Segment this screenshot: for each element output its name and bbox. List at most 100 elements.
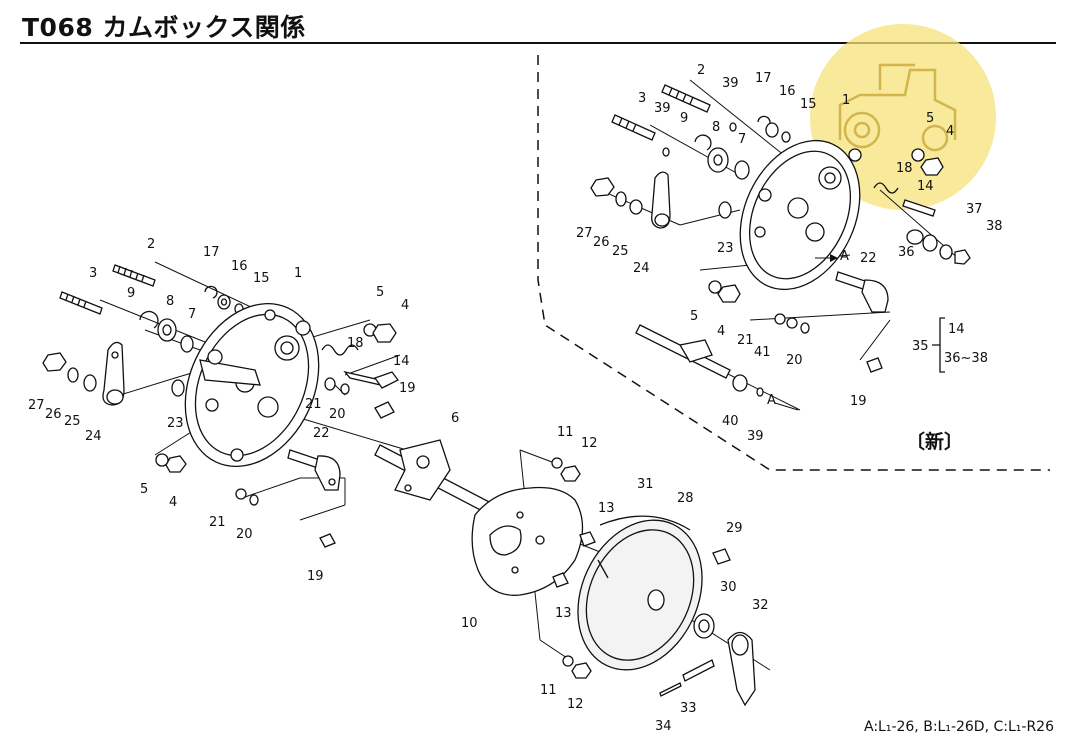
callout: 14 (393, 354, 410, 369)
callout: 12 (581, 436, 598, 451)
callout: 24 (633, 261, 650, 276)
callout: 4 (946, 124, 954, 139)
callout: A (840, 249, 849, 264)
callout: 11 (540, 683, 557, 698)
title-rule (20, 42, 1056, 44)
callout: 9 (680, 111, 688, 126)
callout: 4 (401, 298, 409, 313)
set-note-b: 36~38 (944, 351, 988, 366)
spring-pin-group (321, 344, 399, 419)
shaft-6 (374, 439, 496, 516)
callout: 25 (612, 244, 629, 259)
callout: 16 (779, 84, 796, 99)
callout: 21 (209, 515, 226, 530)
callout: 13 (555, 606, 572, 621)
callout: 33 (680, 701, 697, 716)
callout: 5 (376, 285, 384, 300)
callout: 21 (737, 333, 754, 348)
callout: 10 (461, 616, 478, 631)
drum-28 (577, 515, 703, 671)
callout: 9 (127, 286, 135, 301)
callout: 15 (253, 271, 270, 286)
inset-assembly (590, 79, 971, 411)
page-title: T068 カムボックス関係 (22, 13, 306, 42)
callout: 5 (140, 482, 148, 497)
callout: 3 (89, 266, 97, 281)
callout: 26 (593, 235, 610, 250)
callout: 18 (896, 161, 913, 176)
nuts-upper (363, 323, 397, 343)
callout: 23 (167, 416, 184, 431)
callout: 40 (722, 414, 739, 429)
callout: 1 (294, 266, 302, 281)
callout: 2 (147, 237, 155, 252)
callout: 41 (754, 345, 771, 360)
callout: 5 (926, 111, 934, 126)
callout: 13 (598, 501, 615, 516)
callout: 7 (738, 132, 746, 147)
callout: 21 (305, 397, 322, 412)
callout: 18 (347, 336, 364, 351)
callout: 26 (45, 407, 62, 422)
callout: 19 (307, 569, 324, 584)
callout: 38 (986, 219, 1003, 234)
callout: 4 (717, 324, 725, 339)
nuts-lower (155, 453, 187, 473)
callout: 17 (203, 245, 220, 260)
callout: 22 (313, 426, 330, 441)
callout: 5 (690, 309, 698, 324)
callout: 19 (850, 394, 867, 409)
set-note-main: 35 (912, 339, 929, 354)
callout: 30 (720, 580, 737, 595)
callout: 17 (755, 71, 772, 86)
callout: 31 (637, 477, 654, 492)
cam-shaft-22 (287, 449, 341, 491)
callout: 2 (697, 63, 705, 78)
callout: 28 (677, 491, 694, 506)
drum-accessories (659, 548, 756, 707)
callout: A (767, 393, 776, 408)
lever-arm (42, 341, 125, 406)
callout: 12 (567, 697, 584, 712)
callout: 25 (64, 414, 81, 429)
callout: 24 (85, 429, 102, 444)
callout: 6 (451, 411, 459, 426)
callout: 29 (726, 521, 743, 536)
callouts-main: 1 2 3 4 5 6 7 8 9 10 11 11 12 12 13 13 1… (28, 237, 769, 734)
callout: 39 (747, 429, 764, 444)
callout: 27 (28, 398, 45, 413)
callout: 11 (557, 425, 574, 440)
cam-plate-10 (471, 486, 584, 596)
callout: 4 (169, 495, 177, 510)
watermark-logo (810, 24, 996, 210)
callout: 1 (842, 93, 850, 108)
stud-bolts (59, 264, 156, 315)
callout: 32 (752, 598, 769, 613)
callout: 39 (654, 101, 671, 116)
inset-frame (537, 55, 1050, 471)
callout: 23 (717, 241, 734, 256)
callout: 8 (712, 120, 720, 135)
main-assembly (42, 261, 771, 707)
model-footnote: A:L₁-26, B:L₁-26D, C:L₁-R26 (863, 719, 1054, 735)
callout: 15 (800, 97, 817, 112)
new-version-label: 〔新〕 (906, 431, 964, 453)
callout: 22 (860, 251, 877, 266)
callout: 20 (786, 353, 803, 368)
callout: 14 (917, 179, 934, 194)
o-ring (171, 379, 185, 397)
callout: 20 (236, 527, 253, 542)
callout: 39 (722, 76, 739, 91)
callout: 27 (576, 226, 593, 241)
callout: 34 (655, 719, 672, 734)
set-note-a: 14 (948, 322, 965, 337)
callouts-inset: 1 2 3 4 4 5 5 7 8 9 14 15 16 17 18 19 20… (576, 63, 1003, 444)
cam-housing-main (184, 302, 320, 468)
callout: 7 (188, 307, 196, 322)
callout: 3 (638, 91, 646, 106)
callout: 16 (231, 259, 248, 274)
callout: 8 (166, 294, 174, 309)
callout: 37 (966, 202, 983, 217)
callout: 36 (898, 245, 915, 260)
